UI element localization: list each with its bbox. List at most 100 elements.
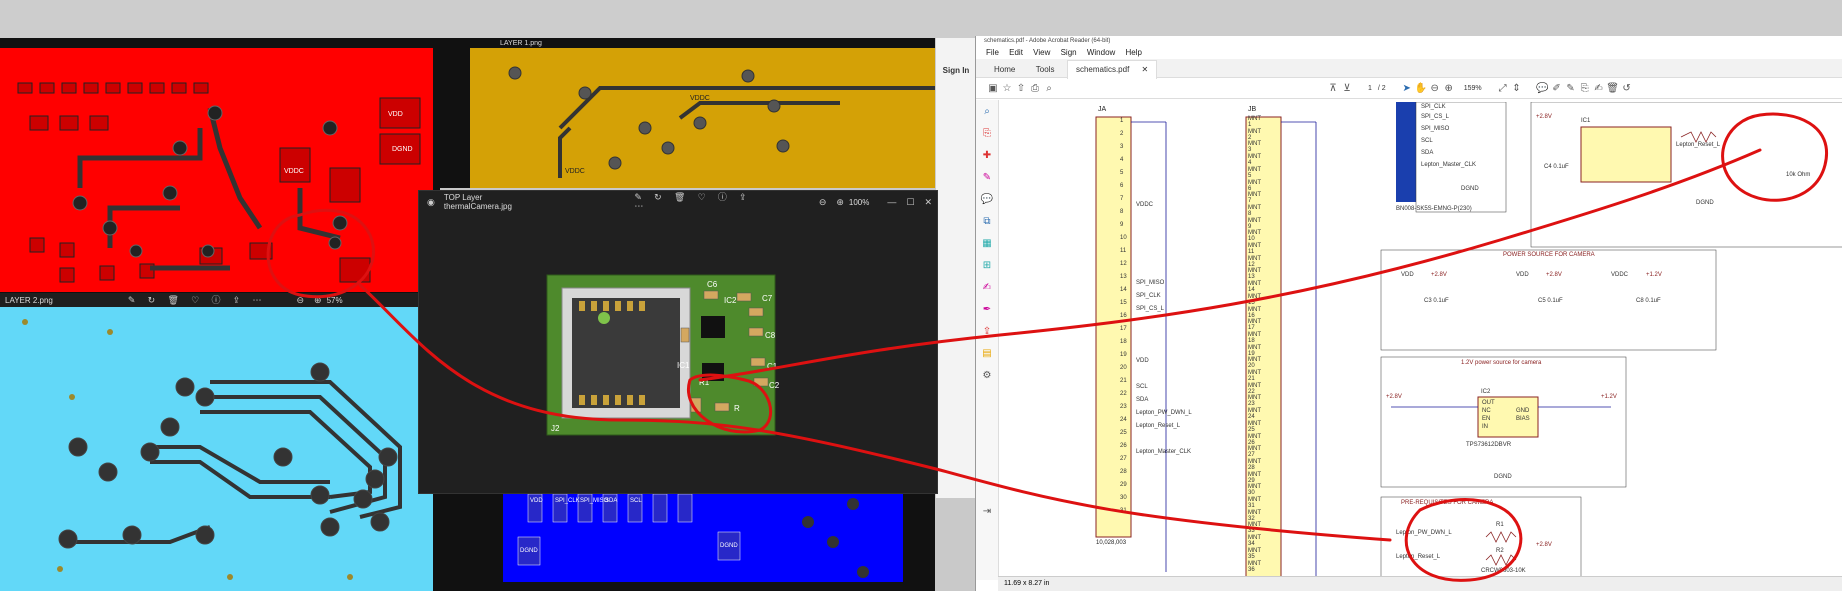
expand-panel-icon[interactable]: ⇥	[982, 506, 992, 517]
rotate-icon[interactable]: ↻	[654, 192, 662, 202]
lepton-signal: SPI_CLK	[1421, 104, 1446, 110]
share-icon[interactable]: ⇪	[739, 192, 747, 202]
tab-tools[interactable]: Tools	[1035, 65, 1055, 74]
menu-sign[interactable]: Sign	[1060, 48, 1077, 57]
more-icon[interactable]: ⋯	[252, 294, 262, 305]
prepare-form-icon[interactable]: ▤	[982, 348, 992, 359]
pcb-cyan-zoom: 57%	[326, 295, 343, 305]
comment-tool-icon[interactable]: 💬	[980, 194, 994, 205]
photo-pcb-image: C6 C7 IC2 C8 C1 C2 IC1 R1 R J2	[546, 274, 780, 436]
pcb-cyan-window[interactable]: LAYER 2.png ✎ ↻ 🗑 ♡ ⓘ ⇪ ⋯ ⊖ ⊕ 57%	[0, 293, 440, 591]
pcb-red-window[interactable]: VDDC VDD DGND	[0, 38, 440, 293]
info-icon[interactable]: ⓘ	[211, 294, 221, 305]
ja-pin: 3	[1120, 144, 1124, 150]
jb-pin: MNT 17	[1248, 319, 1261, 332]
jb-pin: MNT 3	[1248, 141, 1261, 154]
sign-in-button[interactable]: Sign In	[942, 66, 970, 75]
undo-icon[interactable]: ↺	[1622, 82, 1631, 94]
rotate-icon[interactable]: ↻	[147, 294, 156, 305]
page-number-input[interactable]: 1	[1368, 84, 1372, 92]
comment-icon[interactable]: 💬	[1536, 82, 1549, 94]
close-icon[interactable]: ✕	[924, 196, 932, 207]
scroll-icon[interactable]: ⇕	[1512, 82, 1521, 94]
edit-icon[interactable]: ✎	[127, 294, 136, 305]
fill-sign-icon[interactable]: ✍	[1594, 82, 1603, 94]
delete-icon[interactable]: 🗑	[167, 294, 179, 305]
star-icon[interactable]: ☆	[1002, 82, 1012, 94]
menu-file[interactable]: File	[986, 48, 999, 57]
save-icon[interactable]: ▣	[988, 82, 998, 94]
ja-pin: 12	[1120, 261, 1127, 267]
search-icon[interactable]: ⌕	[1046, 82, 1052, 94]
stamp-icon[interactable]: ⎘	[1580, 82, 1589, 94]
heart-icon[interactable]: ♡	[697, 192, 706, 202]
scan-icon[interactable]: ⊞	[982, 260, 992, 271]
minimize-icon[interactable]: —	[887, 196, 897, 207]
share-tool-icon[interactable]: ⇪	[982, 326, 992, 337]
print-icon[interactable]: ⎙	[1031, 82, 1039, 94]
power-rail-cap: C3 0.1uF	[1424, 298, 1449, 304]
prereq-volt: +2.8V	[1536, 542, 1552, 548]
trash-icon[interactable]: 🗑	[1606, 82, 1619, 94]
photos-app-icon: ◉	[427, 196, 435, 207]
menu-view[interactable]: View	[1033, 48, 1051, 57]
hand-icon[interactable]: ✋	[1414, 82, 1427, 94]
ja-pin: 31	[1120, 508, 1127, 514]
ja-part: 10,028,003	[1096, 540, 1127, 546]
pcb-blue-label-3: SDA	[605, 498, 617, 504]
zoom-level[interactable]: 159%	[1463, 84, 1482, 92]
combine-icon[interactable]: ⧉	[983, 216, 991, 227]
zoom-in-icon[interactable]: ⊕	[314, 294, 322, 305]
menu-edit[interactable]: Edit	[1009, 48, 1023, 57]
ldo-gnd: DGND	[1494, 474, 1512, 480]
pen-icon[interactable]: ✎	[1566, 82, 1575, 94]
zoom-in-icon[interactable]: ⊕	[836, 196, 844, 207]
cursor-icon[interactable]: ➤	[1402, 82, 1411, 94]
highlight-icon[interactable]: ✐	[1552, 82, 1561, 94]
desktop-top	[0, 0, 1842, 38]
edit-pdf-icon[interactable]: ✎	[982, 172, 992, 183]
menu-window[interactable]: Window	[1086, 48, 1116, 57]
tab-close-icon[interactable]: ✕	[1141, 65, 1149, 74]
share-icon[interactable]: ⇪	[232, 294, 241, 305]
zoom-out-icon[interactable]: ⊖	[818, 196, 827, 207]
protect-icon[interactable]: ✍	[982, 282, 992, 293]
power-rail-name: VDD	[1516, 272, 1529, 278]
page-up-icon[interactable]: ⊼	[1329, 82, 1337, 94]
tab-home[interactable]: Home	[994, 65, 1016, 74]
fit-icon[interactable]: ⤢	[1498, 82, 1507, 94]
acrobat-window[interactable]: schematics.pdf - Adobe Acrobat Reader (6…	[975, 36, 1842, 591]
acrobat-titlebar: schematics.pdf - Adobe Acrobat Reader (6…	[976, 36, 1842, 47]
export-pdf-icon[interactable]: ⎘	[983, 128, 991, 139]
jb-pin: MNT 16	[1248, 306, 1261, 319]
pcb-blue-window[interactable]: VDD SPI_CLK SPI_MISO SDA SCL DGND DGND	[433, 492, 935, 591]
schematic-drawing	[1095, 102, 1842, 580]
power-rail-volt: +1.2V	[1646, 272, 1662, 278]
ja-pin: 10	[1120, 235, 1127, 241]
pcb-red-label-dgnd: DGND	[392, 146, 413, 153]
info-icon[interactable]: ⓘ	[717, 192, 727, 202]
photo-viewer-titlebar: ◉ TOP Layer thermalCamera.jpg ✎ ↻ 🗑 ♡ ⓘ …	[419, 191, 937, 213]
more-icon[interactable]: ⋯	[634, 201, 644, 211]
fill-sign-tool-icon[interactable]: ✒	[982, 304, 992, 315]
create-pdf-icon[interactable]: ✚	[982, 150, 992, 161]
ldo-ic: IC2	[1481, 389, 1491, 395]
zoom-in-icon[interactable]: ⊕	[1444, 82, 1453, 94]
page-down-icon[interactable]: ⊻	[1343, 82, 1351, 94]
organize-icon[interactable]: ▦	[982, 238, 992, 249]
pcb-yellow-window[interactable]: LAYER 1.png VDDC VDDC	[440, 38, 935, 188]
heart-icon[interactable]: ♡	[191, 294, 200, 305]
zoom-out-icon[interactable]: ⊖	[1430, 82, 1439, 94]
more-tools-icon[interactable]: ⚙	[982, 370, 992, 381]
edit-icon[interactable]: ✎	[634, 192, 642, 202]
photo-viewer-window[interactable]: ◉ TOP Layer thermalCamera.jpg ✎ ↻ 🗑 ♡ ⓘ …	[418, 190, 938, 494]
maximize-icon[interactable]: ☐	[906, 196, 915, 207]
tab-document[interactable]: schematics.pdf ✕	[1066, 60, 1158, 79]
search-tool-icon[interactable]: ⌕	[984, 106, 990, 117]
zoom-out-icon[interactable]: ⊖	[296, 294, 305, 305]
jb-pin: MNT 24	[1248, 408, 1261, 421]
jb-pin: MNT 5	[1248, 166, 1261, 179]
menu-help[interactable]: Help	[1125, 48, 1142, 57]
delete-icon[interactable]: 🗑	[673, 192, 686, 202]
upload-icon[interactable]: ⇧	[1016, 82, 1026, 94]
